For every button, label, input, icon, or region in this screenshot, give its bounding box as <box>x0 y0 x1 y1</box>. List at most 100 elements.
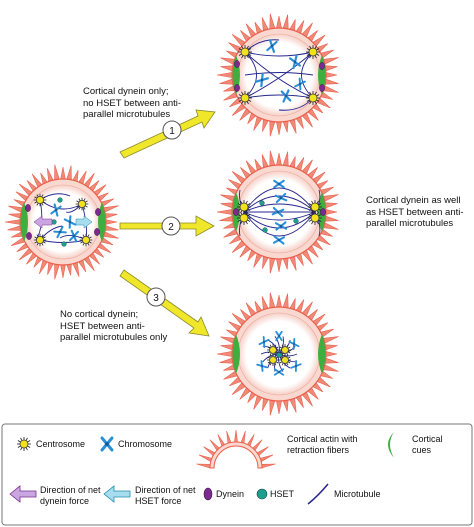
centrosome <box>306 45 320 59</box>
svg-text:2: 2 <box>168 222 174 233</box>
hset <box>276 352 282 358</box>
pathway-number-1: 1 <box>162 120 182 140</box>
legend-dynein-label: Dynein <box>216 489 245 499</box>
pathway-number-3: 3 <box>146 287 166 307</box>
centrosome <box>238 45 252 59</box>
dynein <box>233 208 239 216</box>
hset <box>262 227 268 233</box>
dynein <box>26 232 32 240</box>
centrosome-icon <box>17 437 31 451</box>
microtubule <box>244 51 314 99</box>
centrosome <box>75 197 89 211</box>
dynein <box>319 62 325 70</box>
microtubule <box>244 51 314 57</box>
legend-chromosome-label: Chromosome <box>118 439 173 449</box>
legend-centrosome-label: Centrosome <box>36 439 86 449</box>
chromosome <box>294 77 306 91</box>
chromosome <box>274 221 288 231</box>
dynein <box>319 84 325 92</box>
microtubule <box>301 51 314 99</box>
dynein <box>234 60 240 68</box>
cortical-cues <box>232 334 326 374</box>
cytoplasm <box>237 33 321 117</box>
microtubule <box>244 94 314 99</box>
microtubule <box>243 203 316 213</box>
pathway-arrow-3 <box>119 269 210 337</box>
legend <box>1 423 473 526</box>
chromosome <box>288 338 300 350</box>
hset <box>61 241 67 247</box>
pathway-3-label: No cortical dynein; HSET between anti- p… <box>60 309 168 343</box>
microtubule <box>267 339 280 355</box>
chromosome <box>255 72 269 88</box>
cell-outcome-1 <box>216 13 339 137</box>
cell-outcome-2 <box>216 150 339 274</box>
microtubule <box>244 51 257 99</box>
hset-icon <box>256 488 268 500</box>
hset-force-arrow-icon <box>103 485 131 503</box>
chromosome <box>258 336 270 348</box>
centrosome <box>237 211 251 225</box>
centrosome <box>79 233 93 247</box>
centrosome <box>238 91 252 105</box>
legend-hset-force-label: Direction of net HSET force <box>135 485 196 506</box>
microtubule <box>243 211 316 237</box>
cortical-actin-icon <box>196 429 276 469</box>
chromosome <box>68 229 80 243</box>
pathway-1-label: Cortical dynein only; no HSET between an… <box>83 86 182 120</box>
chromosome <box>290 360 302 372</box>
retraction-fibers <box>216 13 339 137</box>
legend-dynein-force-label: Direction of net dynein force <box>40 485 101 506</box>
dynein-icon <box>203 487 213 501</box>
chromosome <box>53 225 67 239</box>
chromosome <box>273 368 285 376</box>
cell-initial <box>4 164 119 280</box>
dynein <box>25 204 31 212</box>
legend-microtubule-label: Microtubule <box>334 489 381 499</box>
chromosome <box>256 360 268 372</box>
chromosome <box>271 206 285 218</box>
dynein <box>95 208 101 216</box>
chromosome <box>288 54 302 70</box>
dynein <box>94 228 100 236</box>
microtubule <box>243 187 316 213</box>
chromosome <box>273 179 285 189</box>
microtubule <box>244 51 314 99</box>
centrosome <box>33 233 47 247</box>
chromosome <box>50 203 62 217</box>
cortical-cues-icon <box>388 432 394 458</box>
chromosome <box>274 192 288 204</box>
centrosome <box>279 354 291 366</box>
centrosome <box>267 344 279 356</box>
chromosome <box>266 39 278 53</box>
dynein <box>320 208 326 216</box>
cell-outcome-3 <box>216 292 339 416</box>
hset <box>259 200 265 206</box>
hset <box>293 218 299 224</box>
dynein-force-arrow <box>33 215 53 229</box>
svg-text:3: 3 <box>153 293 159 304</box>
hset <box>57 197 63 203</box>
centrosome <box>267 354 279 366</box>
svg-text:1: 1 <box>169 126 175 137</box>
pathway-number-2: 2 <box>161 216 181 236</box>
dynein-force-arrow-icon <box>9 485 37 503</box>
microtubule <box>274 336 280 355</box>
legend-cortical-cues-label: Cortical cues <box>412 434 443 455</box>
chromosome-icon <box>100 436 114 452</box>
hset <box>51 219 57 225</box>
pathway-2-label: Cortical dynein as well as HSET between … <box>366 195 464 229</box>
dynein <box>234 84 240 92</box>
centrosome <box>306 91 320 105</box>
hset-force-arrow <box>75 215 93 229</box>
centrosome <box>33 193 47 207</box>
centrosome <box>279 344 291 356</box>
legend-hset-label: HSET <box>270 489 295 499</box>
microtubule <box>243 195 316 213</box>
chromosome <box>63 215 77 229</box>
chromosome <box>275 330 283 342</box>
centrosome <box>17 437 31 451</box>
retraction-fibers <box>216 150 339 274</box>
chromosome <box>280 89 292 103</box>
